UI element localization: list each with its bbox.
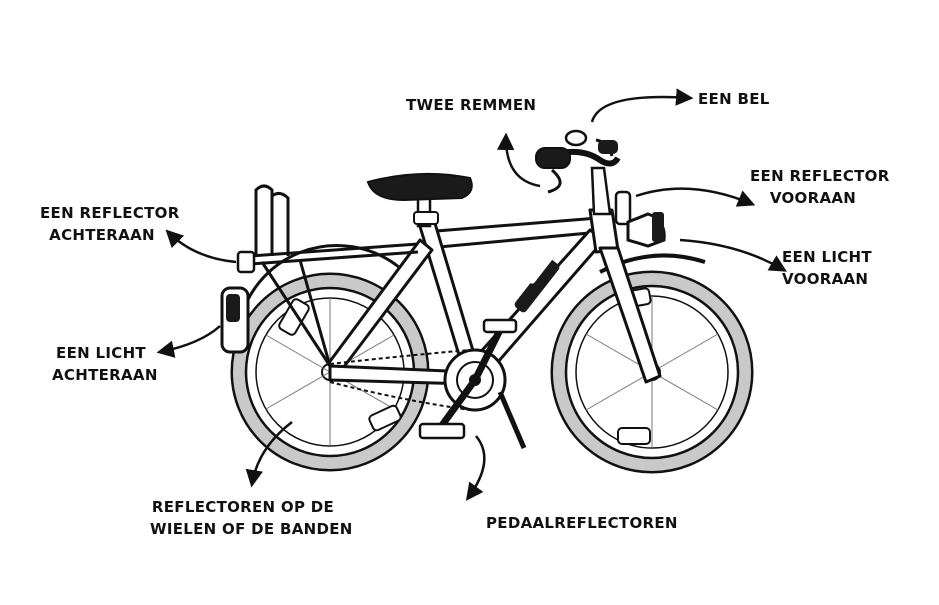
label-licht-vooraan: EEN LICHT VOORAAN [782,246,866,290]
arrow-reflector-achteraan [168,232,236,262]
pedal-upper [484,320,516,332]
label-reflector-vooraan: EEN REFLECTOR VOORAAN [750,165,876,209]
pedal-lower [420,424,464,438]
arrow-reflector-vooraan [636,189,752,204]
label-reflector-achteraan: EEN REFLECTOR ACHTERAAN [40,202,164,246]
right-grip [598,140,618,154]
kickstand [500,392,524,448]
brake-lever [548,170,560,192]
label-twee-remmen: TWEE REMMEN [406,94,536,116]
arrow-een-bel [592,97,690,122]
front-reflector [616,192,630,224]
arrow-pedaalreflectoren [468,436,484,498]
arrow-twee-remmen [506,136,540,186]
label-pedaalreflectoren: PEDAALREFLECTOREN [486,512,678,534]
arrow-licht-achteraan [160,326,220,352]
arrow-licht-vooraan [680,240,784,270]
label-een-bel: EEN BEL [698,88,770,110]
bell [566,131,586,145]
front-spoke-reflector-bottom [618,428,650,444]
rear-reflector [238,252,254,272]
left-grip [536,148,570,168]
label-licht-achteraan: EEN LICHT ACHTERAAN [52,342,150,386]
saddle [368,174,472,200]
label-reflectoren-wielen: REFLECTOREN OP DE WIELEN OF DE BANDEN [150,496,336,540]
